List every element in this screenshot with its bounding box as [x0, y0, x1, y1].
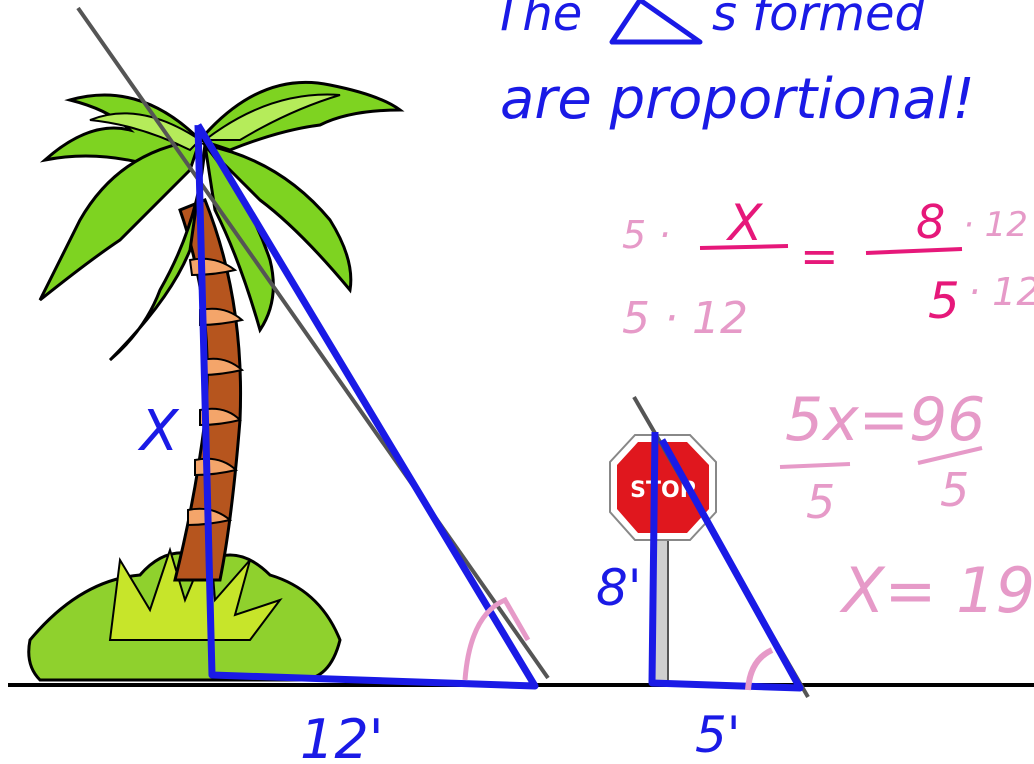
solution-bar-right	[917, 446, 983, 465]
stop-sign	[609, 434, 717, 686]
tree-angle-arc	[462, 596, 531, 681]
triangle-symbol	[609, 0, 703, 45]
eq-right-denominator: 5	[928, 272, 960, 330]
label-sign-shadow: 5'	[695, 706, 741, 764]
solution-step1: 5x=96	[785, 385, 985, 455]
solution-left-denominator: 5	[806, 475, 835, 529]
solution-result: X= 19.	[839, 554, 1034, 627]
heading-line2: are proportional!	[500, 67, 975, 132]
sun-ray-tree	[76, 6, 550, 680]
eq-mult-left-top: 5 ·	[622, 213, 670, 257]
solution-right-denominator: 5	[940, 463, 969, 517]
eq-mult-right-bottom: · 12	[968, 270, 1034, 314]
palm-tree	[27, 80, 405, 682]
label-tree-shadow: 12'	[300, 708, 384, 764]
fraction-bar-right	[865, 247, 963, 255]
eq-right-numerator: 8	[916, 195, 945, 249]
eq-mult-right-top: · 12	[963, 205, 1028, 245]
eq-left-numerator: X	[725, 194, 764, 252]
sign-triangle	[648, 431, 804, 692]
heading-line1-before: The	[493, 0, 582, 42]
label-sign-height: 8'	[596, 559, 642, 617]
sign-angle-arc	[745, 647, 774, 691]
heading-line1-after: s formed	[712, 0, 926, 42]
solution-bar-left	[779, 462, 851, 469]
fraction-bar-left	[699, 244, 789, 250]
tree-triangle	[194, 123, 539, 690]
eq-left-denominator: 5 · 12	[622, 293, 748, 344]
eq-equals: =	[800, 229, 839, 283]
label-tree-height: X	[137, 399, 180, 464]
